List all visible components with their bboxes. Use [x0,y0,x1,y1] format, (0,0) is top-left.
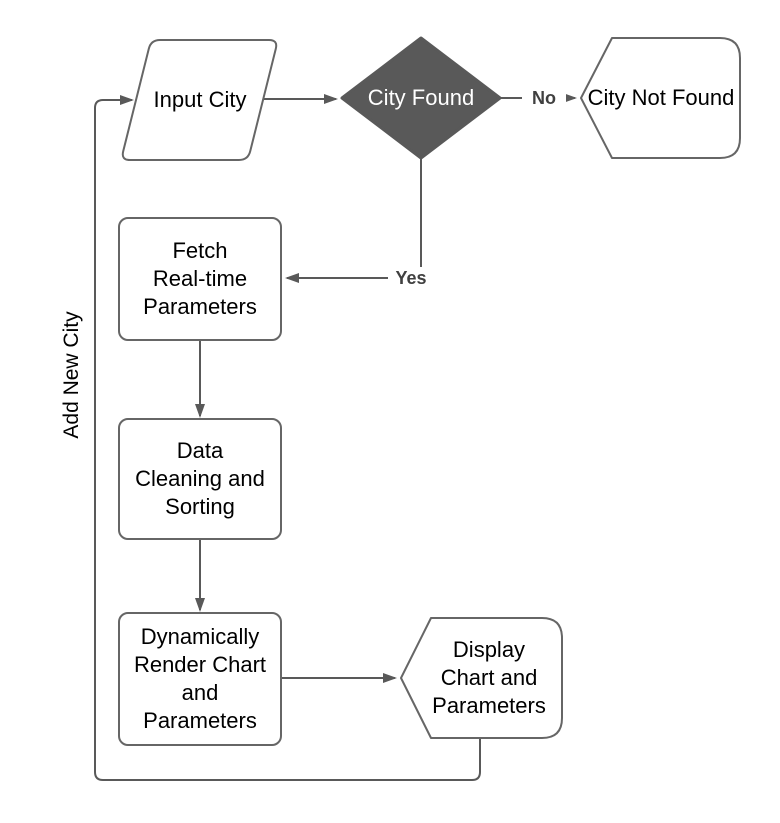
display-chart-shape [400,617,563,739]
render-chart-shape [118,612,282,746]
fetch-parameters-shape [118,217,282,341]
city-found-shape [340,36,502,160]
data-cleaning-shape [118,418,282,540]
city-not-found-shape [580,37,741,159]
edge-decision-yes [285,159,422,283]
input-city-shape [121,39,278,161]
edge-add-new-city-loop [94,95,481,781]
